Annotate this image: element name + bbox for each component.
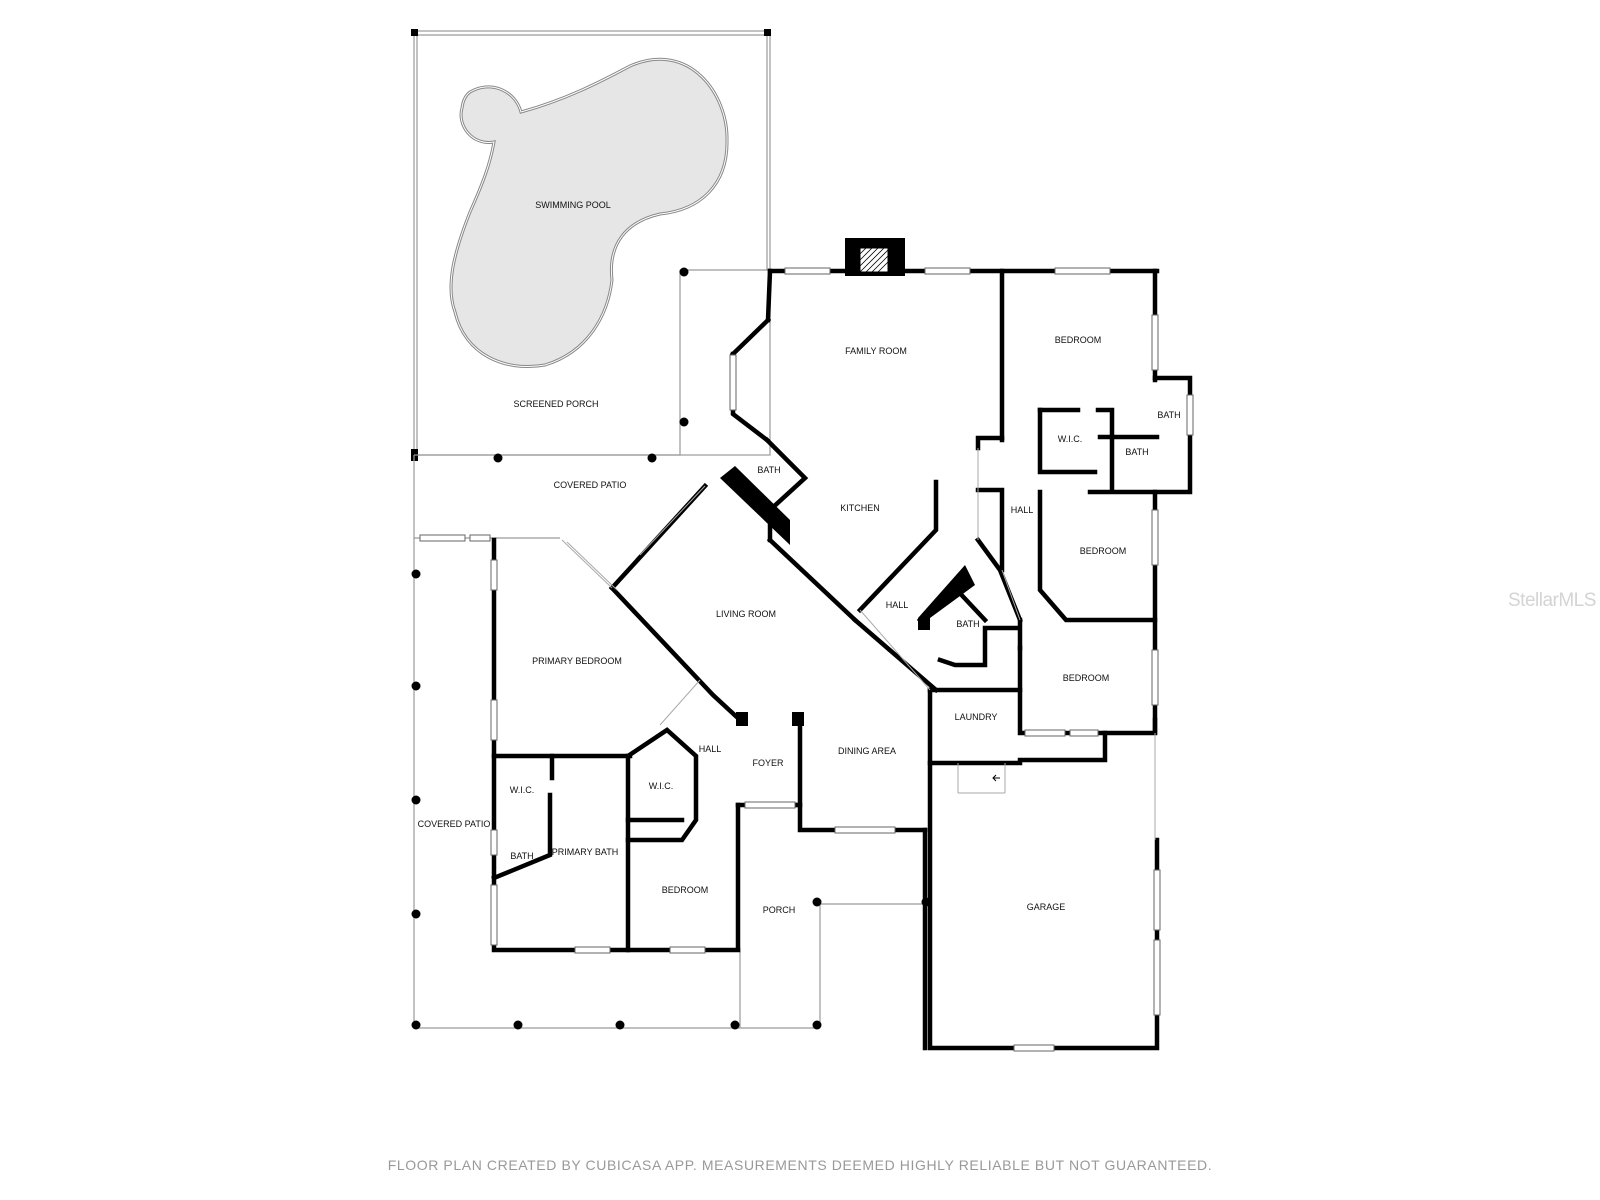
garage-step-arrow xyxy=(992,774,1000,782)
label-wic-left: W.I.C. xyxy=(510,785,535,795)
label-porch: PORCH xyxy=(763,905,796,915)
label-wic-right: W.I.C. xyxy=(1058,434,1083,444)
label-foyer: FOYER xyxy=(752,758,784,768)
footer-disclaimer: FLOOR PLAN CREATED BY CUBICASA APP. MEAS… xyxy=(387,1157,1213,1173)
label-covered-patio-side: COVERED PATIO xyxy=(418,819,491,829)
openings xyxy=(561,448,1156,840)
foyer-post-left xyxy=(736,712,748,726)
fireplace xyxy=(845,238,905,276)
label-wic-mid: W.I.C. xyxy=(649,781,674,791)
label-primary-bath: PRIMARY BATH xyxy=(552,847,619,857)
label-garage: GARAGE xyxy=(1027,902,1066,912)
label-bath-small: BATH xyxy=(510,851,533,861)
label-swimming-pool: SWIMMING POOL xyxy=(535,200,611,210)
label-bath-mid: BATH xyxy=(956,619,979,629)
label-bedroom-lower: BEDROOM xyxy=(662,885,709,895)
label-dining-area: DINING AREA xyxy=(838,746,896,756)
label-screened-porch: SCREENED PORCH xyxy=(513,399,598,409)
label-bath-right: BATH xyxy=(1125,447,1148,457)
windows xyxy=(419,267,1194,1052)
label-hall-mid: HALL xyxy=(886,600,909,610)
label-living-room: LIVING ROOM xyxy=(716,609,776,619)
label-bath-center: BATH xyxy=(757,465,780,475)
foyer-post-right xyxy=(792,712,804,726)
pool-inner-edge xyxy=(450,59,728,367)
label-primary-bedroom: PRIMARY BEDROOM xyxy=(532,656,622,666)
label-bath-right-small: BATH xyxy=(1157,410,1180,420)
label-bedroom-right-lower: BEDROOM xyxy=(1063,673,1110,683)
label-laundry: LAUNDRY xyxy=(955,712,998,722)
label-bedroom-right: BEDROOM xyxy=(1080,546,1127,556)
mid-bath-wall xyxy=(918,565,975,630)
label-hall-left: HALL xyxy=(699,744,722,754)
label-kitchen: KITCHEN xyxy=(840,503,880,513)
label-bedroom-top-right: BEDROOM xyxy=(1055,335,1102,345)
label-covered-patio-top: COVERED PATIO xyxy=(554,480,627,490)
swimming-pool xyxy=(449,58,729,368)
watermark-logo: StellarMLS xyxy=(1508,590,1596,611)
label-family-room: FAMILY ROOM xyxy=(845,346,907,356)
center-bath-wall xyxy=(720,466,790,545)
label-hall-right: HALL xyxy=(1011,505,1034,515)
room-labels: SWIMMING POOL SCREENED PORCH COVERED PAT… xyxy=(418,200,1181,915)
